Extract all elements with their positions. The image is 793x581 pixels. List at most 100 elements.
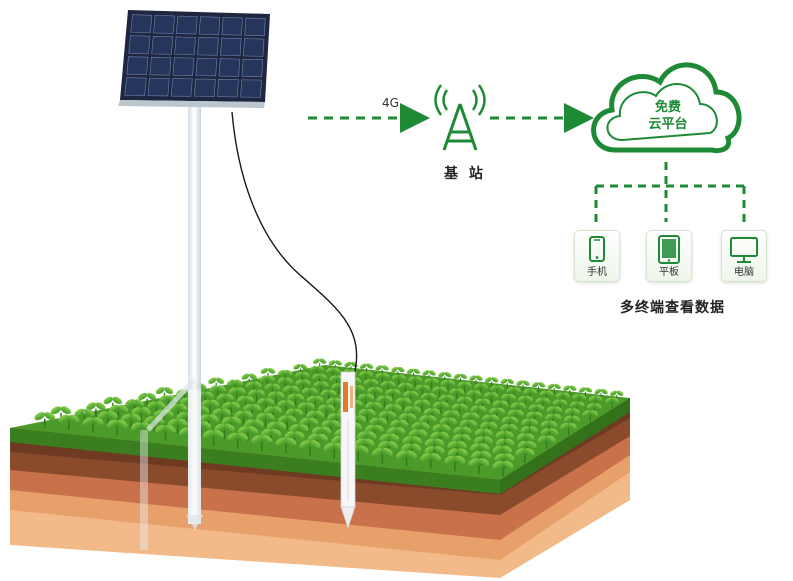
solar-cell [198,16,221,35]
seedling [277,415,297,430]
solar-panel [118,10,270,108]
seedling [82,417,104,433]
seedling [582,410,599,422]
seedling [516,380,530,391]
seedling [313,381,329,393]
seedling [326,367,341,378]
seedling [488,407,506,420]
computer-icon [730,237,758,263]
seedling [432,386,447,398]
seedling [97,411,118,427]
seedling [546,406,563,418]
solar-cell [218,58,241,77]
seedling [367,387,383,399]
seedling [507,409,524,422]
seedling [540,428,559,442]
seedling [555,392,570,403]
seedling [490,385,505,396]
solar-cell [170,78,193,97]
seedling [259,375,275,387]
device-computer: 电脑 [721,230,767,282]
seedling [422,370,436,381]
seedling [473,383,488,394]
solar-cell [126,56,149,76]
seedling [420,453,442,469]
cloud-to-devices-connector [594,162,746,222]
solar-pole [140,104,203,550]
seedling [293,364,308,375]
seedling [234,410,253,425]
seedling [155,387,174,401]
seedling [237,426,258,442]
seedling [260,368,276,379]
seedling [439,417,457,431]
seedling [610,390,624,401]
seedling [106,419,128,436]
base-station-tower-icon [434,84,486,151]
seedling [424,378,439,389]
solar-cell [243,38,265,57]
seedling [537,435,556,449]
seedling [492,460,514,477]
solar-cell [217,79,239,98]
seedling [468,458,490,474]
seedling [462,412,480,425]
seedling [295,379,311,391]
seedling [299,417,319,432]
seedling [214,423,235,439]
terminals-caption: 多终端查看数据 [620,300,725,316]
seedling [560,422,577,436]
seedling [365,424,384,439]
seedling [299,440,321,456]
seedling [201,399,220,414]
seedling [261,428,282,444]
phone-icon [589,236,605,262]
seedling [256,412,275,427]
seedling [396,450,417,467]
seedling [277,377,293,389]
seedling [414,399,431,412]
device-computer-label: 电脑 [734,267,754,278]
seedling [372,447,393,464]
cloud-platform-icon [591,62,742,154]
seedling [406,368,421,379]
solar-cell [176,15,198,35]
seedling [266,421,287,437]
seedling [395,397,412,410]
seedling [284,431,305,447]
seedling [471,450,492,466]
base-station-label: 基 站 [444,166,486,182]
solar-cell [172,57,195,76]
seedling [167,418,188,434]
seedling [485,377,499,388]
seedling [257,397,275,411]
seedling [125,399,144,414]
seedling [531,382,546,393]
seedling [306,395,324,409]
seedling [378,410,397,424]
seedling [203,430,224,446]
seedling [385,388,401,401]
seedling [251,435,273,451]
solar-cell [220,37,242,57]
device-phone-label: 手机 [587,267,607,278]
seedling [320,389,337,402]
seedling [267,391,285,405]
seedling [453,426,472,441]
seedling [375,372,390,384]
solar-cell [128,35,151,55]
seedling [449,388,465,400]
link-label: 4G [382,96,399,110]
seedling [535,397,551,409]
device-tablet-label: 平板 [659,267,679,278]
soil-sensor [340,371,356,529]
device-phone: 手机 [574,230,620,282]
seedling [495,430,514,445]
seedling [357,393,375,406]
seedling [309,365,324,377]
cloud-label-line2: 云平台 [648,117,688,132]
device-tablet: 平板 [646,230,692,282]
seedling [222,401,241,416]
seedling [474,398,491,411]
